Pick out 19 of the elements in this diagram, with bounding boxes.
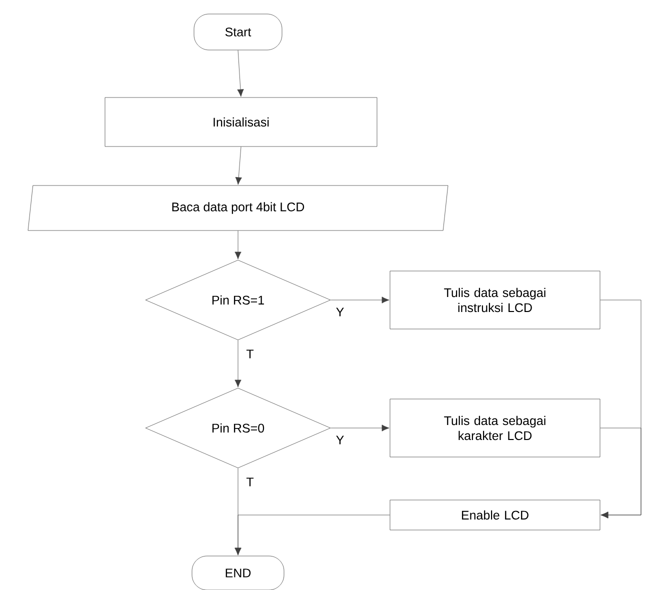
arrow (235, 146, 242, 185)
process-box: Enable LCD (390, 500, 600, 530)
edge-label: T (246, 350, 254, 358)
arrow (237, 50, 244, 97)
arrow (234, 514, 390, 556)
arrow (330, 296, 390, 304)
process-box: Tulis data sebagai karakter LCD (390, 398, 600, 458)
arrow (600, 428, 642, 518)
edge-label: Y (336, 436, 344, 444)
process-box: Inisialisasi (104, 97, 378, 147)
input-output-box: Baca data port 4bit LCD (28, 185, 448, 231)
terminal-box: Start (194, 14, 282, 50)
terminal-box: END (192, 556, 284, 590)
arrow (234, 230, 242, 260)
process-box: Tulis data sebagai instruksi LCD (390, 270, 600, 330)
edge-label: Y (336, 308, 344, 316)
arrow (234, 340, 242, 388)
edge-label: T (246, 478, 254, 486)
arrow (330, 424, 390, 432)
